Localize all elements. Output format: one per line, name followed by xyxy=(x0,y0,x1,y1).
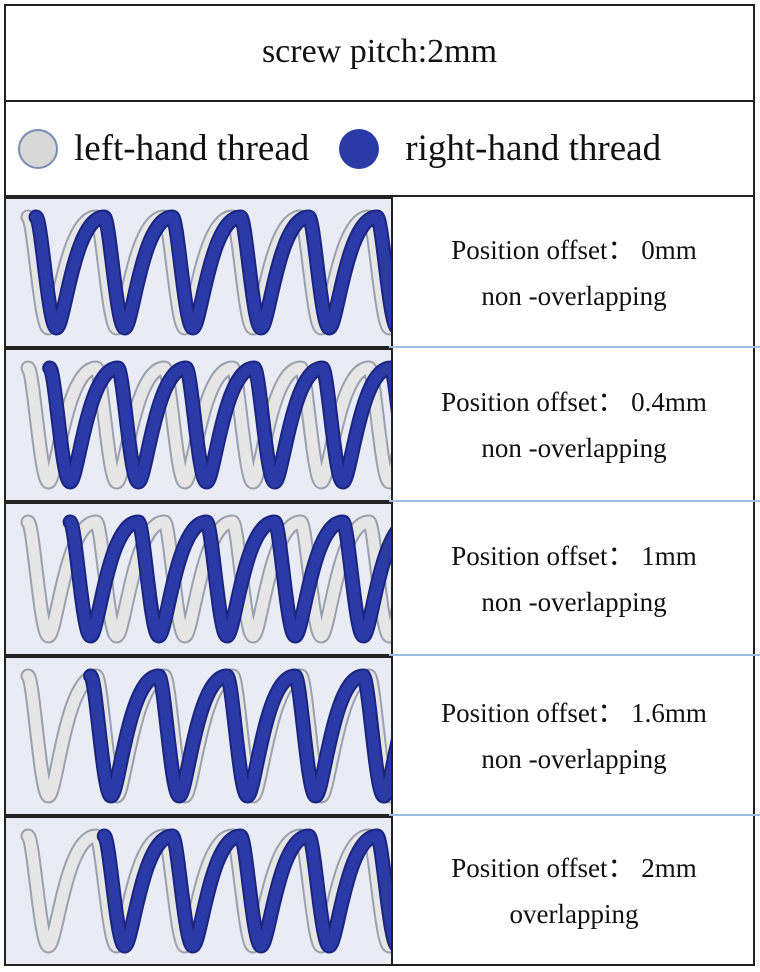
right-hand-thread-coil xyxy=(30,211,391,334)
right-hand-thread-coil xyxy=(98,830,391,952)
offset-row-3: Position offset： 1mm non -overlapping xyxy=(4,502,755,656)
overlap-status: non -overlapping xyxy=(481,280,667,311)
left-hand-thread-coil xyxy=(22,516,391,642)
overlap-status: overlapping xyxy=(509,899,639,929)
row-separator xyxy=(389,814,760,816)
offset-row-4: Position offset： 1.6mm non -overlapping xyxy=(4,656,755,816)
offset-label: Position offset： 1mm xyxy=(451,541,697,571)
overlap-status: non -overlapping xyxy=(481,744,667,774)
spring-image-4 xyxy=(4,656,393,816)
offset-row-1: Position offset： 0mm non -overlapping xyxy=(4,197,755,348)
spring-illustration xyxy=(6,199,391,346)
figure-title: screw pitch:2mm xyxy=(261,33,498,70)
legend-left-label: left-hand thread xyxy=(74,128,310,169)
overlap-status: non -overlapping xyxy=(481,433,667,463)
spring-image-2 xyxy=(4,348,393,502)
right-hand-thread-swatch xyxy=(339,128,380,169)
offset-row-5: Position offset： 2mm overlapping xyxy=(4,816,755,966)
right-hand-thread-coil xyxy=(85,670,391,802)
row-separator xyxy=(389,346,760,348)
offset-description-4: Position offset： 1.6mm non -overlapping xyxy=(393,656,755,816)
left-hand-thread-swatch xyxy=(18,128,58,169)
spring-illustration xyxy=(6,818,391,964)
spring-image-5 xyxy=(4,816,393,966)
spring-illustration xyxy=(6,504,391,654)
offset-label: Position offset： 0.4mm xyxy=(441,387,707,417)
right-hand-thread-coil xyxy=(64,516,391,642)
spring-illustration xyxy=(6,658,391,814)
offset-description-2: Position offset： 0.4mm non -overlapping xyxy=(393,348,755,502)
offset-row-2: Position offset： 0.4mm non -overlapping xyxy=(4,348,755,502)
row-separator xyxy=(389,500,760,502)
left-hand-thread-coil xyxy=(22,362,391,488)
spring-illustration xyxy=(6,350,391,500)
offset-description-3: Position offset： 1mm non -overlapping xyxy=(393,502,755,656)
offset-label: Position offset： 0mm xyxy=(451,234,697,265)
offset-description-5: Position offset： 2mm overlapping xyxy=(393,816,755,966)
spring-image-3 xyxy=(4,502,393,656)
overlap-status: non -overlapping xyxy=(481,587,667,617)
offset-description-1: Position offset： 0mm non -overlapping xyxy=(393,197,755,348)
legend: left-hand thread right-hand thread xyxy=(4,102,755,197)
spring-image-1 xyxy=(4,197,393,348)
offset-label: Position offset： 2mm xyxy=(451,853,697,883)
offset-label: Position offset： 1.6mm xyxy=(441,698,707,728)
title-row: screw pitch:2mm xyxy=(4,4,755,102)
row-separator xyxy=(389,654,760,656)
right-hand-thread-coil xyxy=(44,362,391,488)
legend-right-label: right-hand thread xyxy=(405,128,662,169)
